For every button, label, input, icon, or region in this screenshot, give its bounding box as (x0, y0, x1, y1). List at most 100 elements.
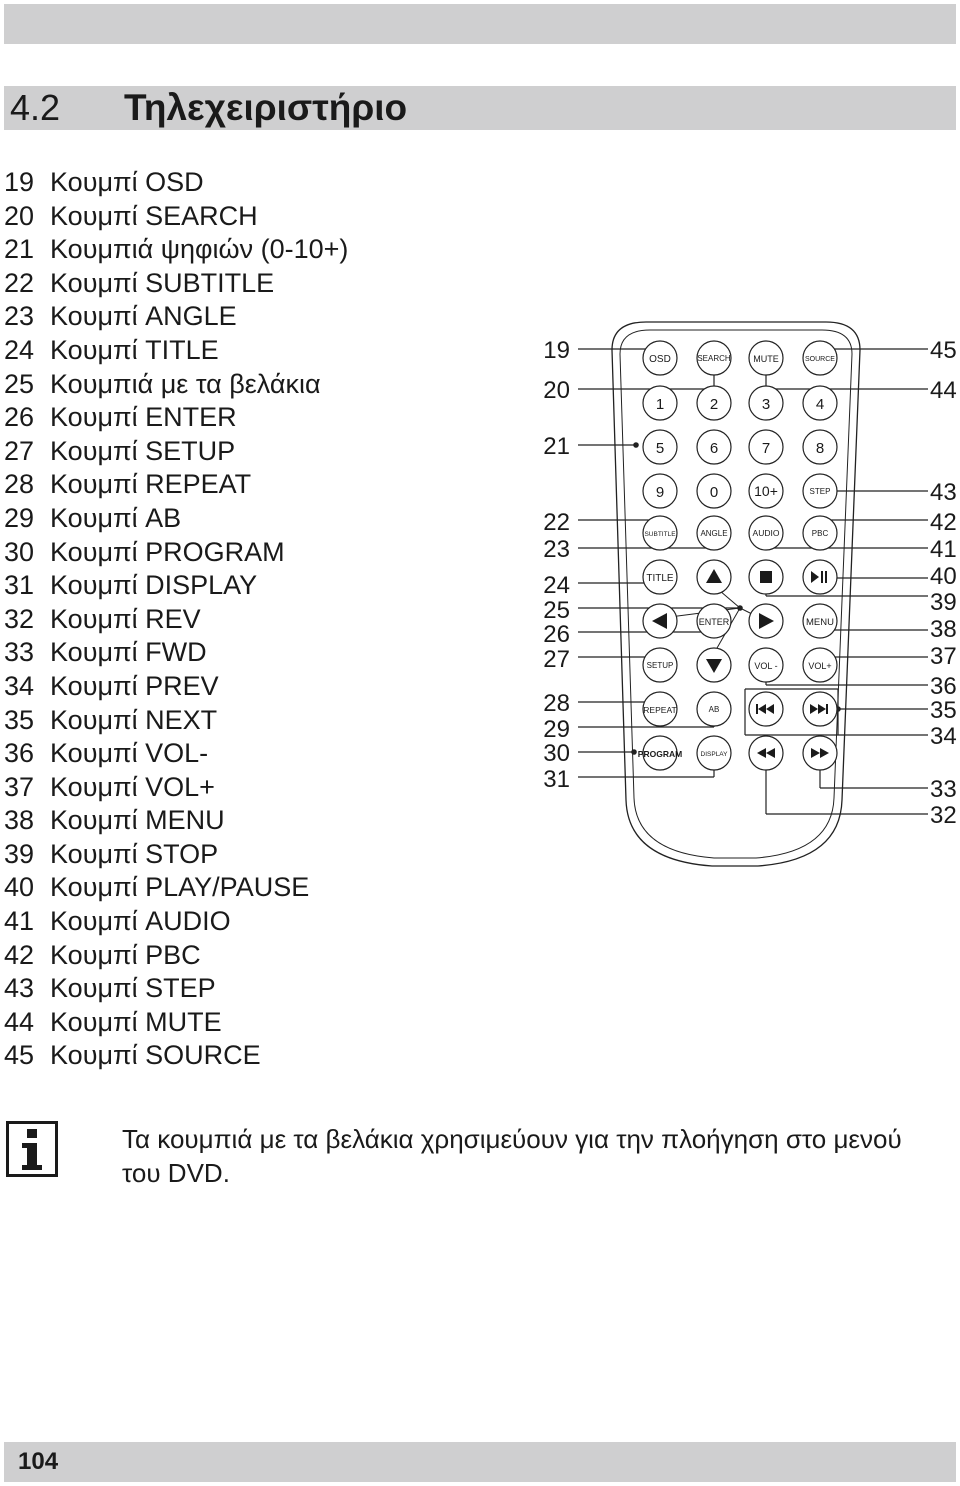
osd-button[interactable] (642, 340, 678, 376)
step-button[interactable] (802, 473, 838, 509)
button-label: ENTER (699, 617, 730, 627)
button-label: AUDIO (753, 528, 780, 538)
callout-number: 31 (543, 766, 570, 793)
info-icon (6, 1121, 58, 1177)
digit-10plus-button[interactable] (748, 473, 784, 509)
callout-number: 38 (930, 616, 957, 643)
callout-number: 33 (930, 776, 957, 803)
search-button[interactable] (696, 340, 732, 376)
pbc-button[interactable] (802, 515, 838, 551)
digit-7-button[interactable] (748, 429, 784, 465)
callout-number: 27 (543, 646, 570, 673)
digit-9-button[interactable] (642, 473, 678, 509)
prev-icon (756, 704, 774, 714)
rev-icon (757, 748, 775, 758)
header-bar (4, 4, 956, 44)
button-label: STEP (810, 487, 831, 496)
subtitle-button[interactable] (642, 515, 678, 551)
setup-button[interactable] (642, 647, 678, 683)
digit-2-button[interactable] (696, 385, 732, 421)
section-heading: 4.2 Τηλεχειριστήριο (4, 86, 956, 130)
audio-button[interactable] (748, 515, 784, 551)
callout-number: 37 (930, 643, 957, 670)
up-arrow-icon (706, 569, 722, 583)
callout-number: 36 (930, 673, 957, 700)
button-label: TITLE (646, 573, 674, 584)
digit-5-button[interactable] (642, 429, 678, 465)
play-pause-button[interactable] (802, 559, 838, 595)
callout-number: 43 (930, 479, 957, 506)
vol-minus-button[interactable] (748, 647, 784, 683)
button-label: DISPLAY (701, 751, 729, 758)
right-arrow-icon (759, 613, 774, 629)
button-label: 9 (656, 484, 664, 501)
callout-number: 45 (930, 337, 957, 364)
remote-control-diagram: 19 20 21 22 23 24 25 26 27 28 29 30 31 4… (543, 321, 957, 867)
repeat-button[interactable] (642, 691, 678, 727)
button-label: ANGLE (700, 529, 727, 538)
callout-number: 21 (543, 433, 570, 460)
digit-0-button[interactable] (696, 473, 732, 509)
digit-1-button[interactable] (642, 385, 678, 421)
button-label: 6 (710, 440, 718, 457)
digit-4-button[interactable] (802, 385, 838, 421)
button-label: AB (709, 705, 720, 714)
section-number: 4.2 (10, 87, 61, 128)
ab-button[interactable] (696, 691, 732, 727)
callout-number: 25 (543, 597, 570, 624)
button-label: SETUP (647, 661, 674, 670)
callout-number: 30 (543, 740, 570, 767)
button-label: VOL+ (808, 661, 831, 671)
remote-body-inner-outline (619, 329, 853, 859)
button-label: 5 (656, 440, 664, 457)
button-label: VOL - (754, 661, 777, 671)
button-label: 2 (710, 396, 718, 413)
callout-number: 35 (930, 697, 957, 724)
digit-6-button[interactable] (696, 429, 732, 465)
digit-3-button[interactable] (748, 385, 784, 421)
page-number: 104 (18, 1448, 59, 1475)
menu-button[interactable] (802, 603, 838, 639)
program-button[interactable] (642, 735, 678, 771)
title-button[interactable] (642, 559, 678, 595)
callout-number: 39 (930, 589, 957, 616)
callout-number: 19 (543, 337, 570, 364)
angle-button[interactable] (696, 515, 732, 551)
button-label: 1 (656, 396, 664, 413)
callout-number: 40 (930, 563, 957, 590)
callout-number: 20 (543, 377, 570, 404)
callout-number: 29 (543, 716, 570, 743)
vol-plus-button[interactable] (802, 647, 838, 683)
source-button[interactable] (802, 340, 838, 376)
button-label: 3 (762, 396, 770, 413)
display-button[interactable] (696, 735, 732, 771)
down-arrow-icon (706, 659, 722, 673)
button-label: 4 (816, 396, 824, 413)
callout-number: 42 (930, 509, 957, 536)
fwd-icon (811, 748, 829, 758)
enter-button[interactable] (696, 603, 732, 639)
mute-button[interactable] (748, 340, 784, 376)
callout-number: 44 (930, 377, 957, 404)
button-label: 10+ (754, 483, 778, 499)
remote-body-outline (611, 321, 861, 867)
digit-8-button[interactable] (802, 429, 838, 465)
callout-number: 23 (543, 536, 570, 563)
footer-bar: 104 (4, 1442, 956, 1482)
